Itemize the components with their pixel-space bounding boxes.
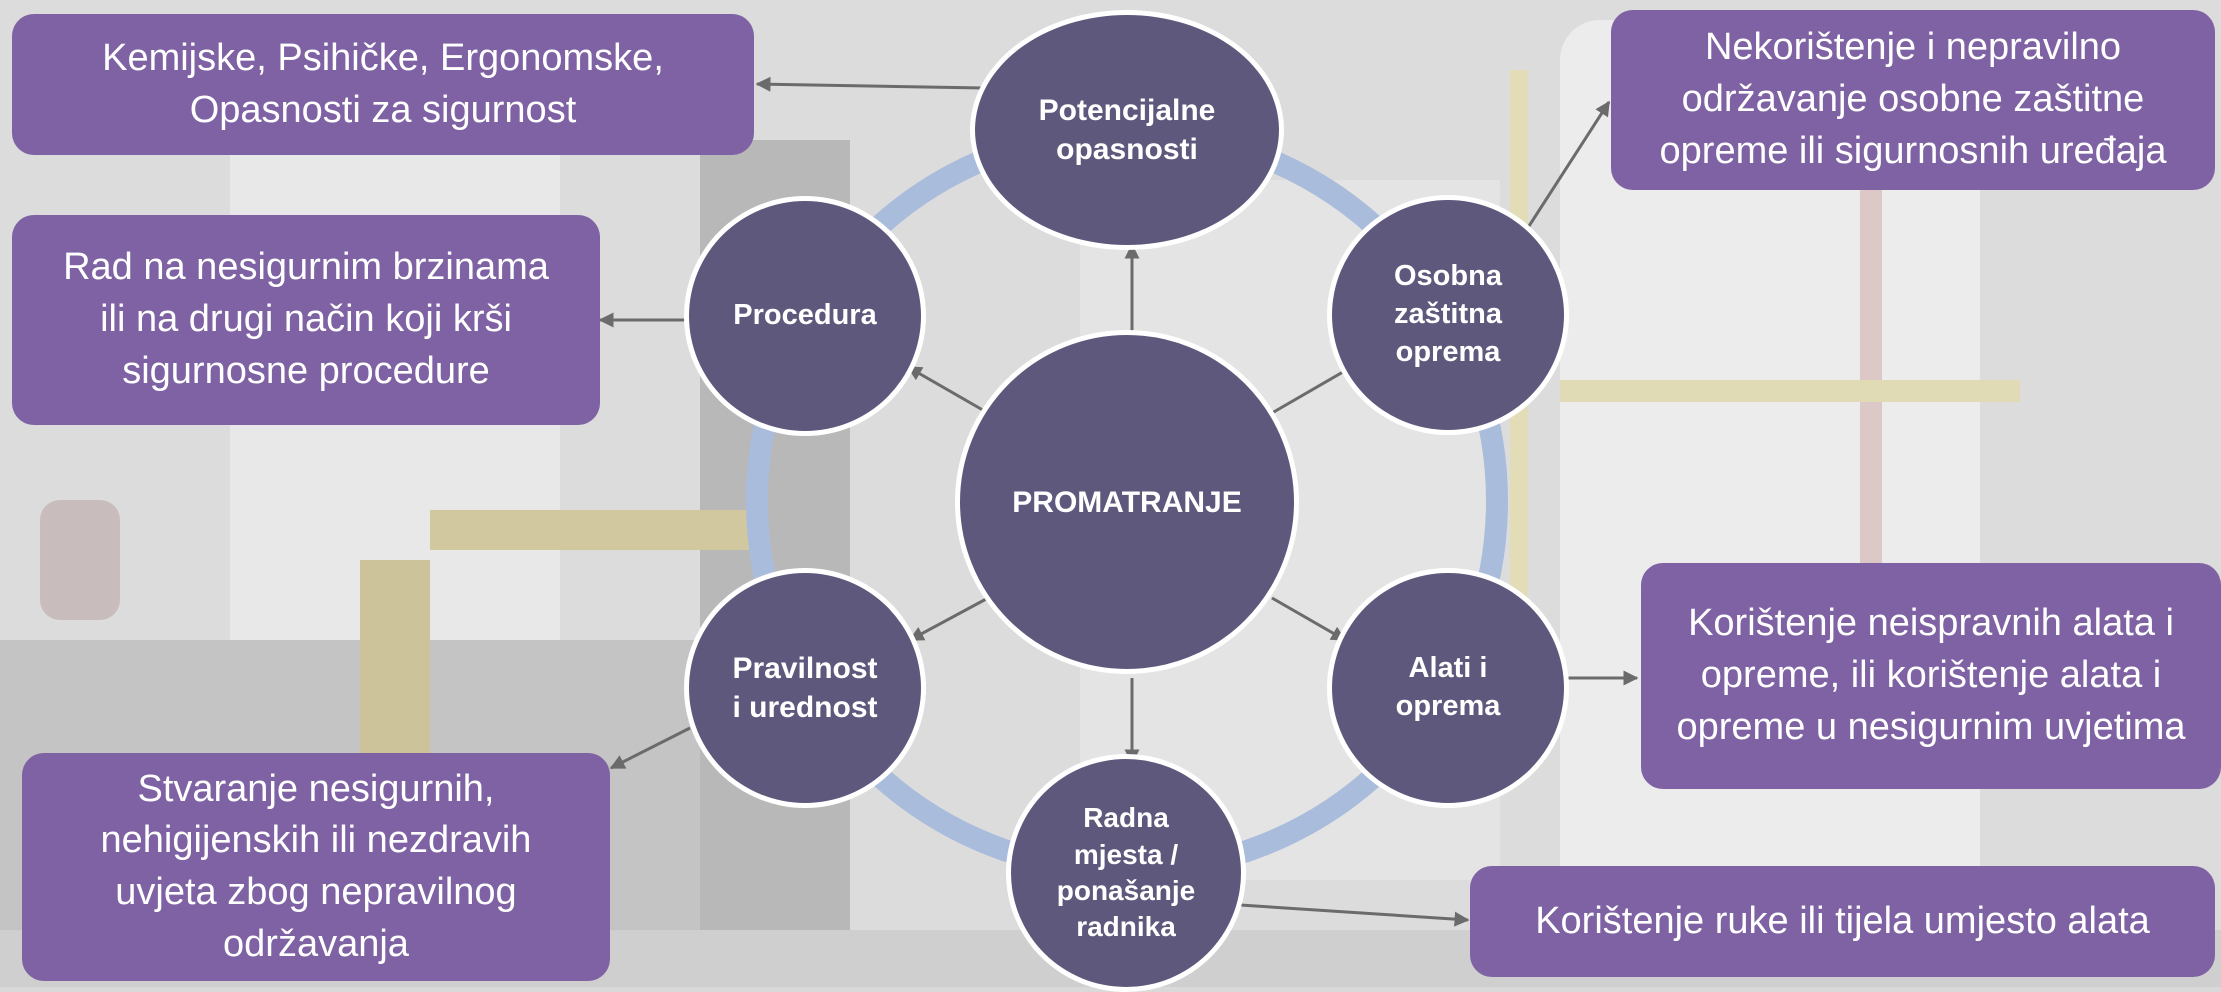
node-pravilnost-label: Pravilnost i urednost xyxy=(732,652,878,724)
arrow-osobna-callout xyxy=(1518,100,1611,241)
arrow-radna-callout xyxy=(1239,903,1470,927)
arrow-center-procedura xyxy=(906,365,989,415)
callout-osobna-text: Nekorištenje i nepravilno održavanje oso… xyxy=(1659,26,2167,172)
node-osobna-label: Osobna zaštitna oprema xyxy=(1394,260,1502,368)
callout-radna-text: Korištenje ruke ili tijela umjesto alata xyxy=(1535,899,2150,942)
node-radna-mjesta: Radna mjesta / ponašanje radnika xyxy=(1006,754,1246,992)
node-osobna-zastitna-oprema: Osobna zaštitna oprema xyxy=(1327,195,1569,435)
node-pravilnost-i-urednost: Pravilnost i urednost xyxy=(684,568,926,808)
arrow-pravilnost-callout xyxy=(609,726,691,770)
callout-alati-text: Korištenje neispravnih alata i opreme, i… xyxy=(1676,602,2186,748)
node-procedura: Procedura xyxy=(684,196,926,436)
node-potencijalne-opasnosti: Potencijalne opasnosti xyxy=(970,10,1284,250)
callout-procedura: Rad na nesigurnim brzinama ili na drugi … xyxy=(12,215,600,425)
node-procedura-label: Procedura xyxy=(733,299,877,332)
node-radna-label: Radna mjesta / ponašanje radnika xyxy=(1056,802,1196,943)
node-potencijalne-label: Potencijalne opasnosti xyxy=(1038,94,1216,166)
callout-radna: Korištenje ruke ili tijela umjesto alata xyxy=(1470,866,2215,977)
callout-pravilnost: Stvaranje nesigurnih, nehigijenskih ili … xyxy=(22,753,610,981)
callout-pravilnost-text: Stvaranje nesigurnih, nehigijenskih ili … xyxy=(100,767,532,965)
callout-potencijalne-text: Kemijske, Psihičke, Ergonomske, Opasnost… xyxy=(102,36,664,131)
arrow-center-pravilnost xyxy=(908,596,989,642)
arrow-potencijalne-callout xyxy=(755,76,984,92)
callout-potencijalne: Kemijske, Psihičke, Ergonomske, Opasnost… xyxy=(12,14,754,155)
callout-alati: Korištenje neispravnih alata i opreme, i… xyxy=(1641,563,2221,789)
node-promatranje: PROMATRANJE xyxy=(955,330,1299,674)
arrow-center-alati xyxy=(1271,596,1347,642)
node-promatranje-label: PROMATRANJE xyxy=(1012,485,1242,519)
node-alati-label: Alati i oprema xyxy=(1395,652,1501,722)
node-alati-i-oprema: Alati i oprema xyxy=(1327,568,1569,808)
callout-osobna: Nekorištenje i nepravilno održavanje oso… xyxy=(1611,10,2215,190)
callout-procedura-text: Rad na nesigurnim brzinama ili na drugi … xyxy=(63,246,549,392)
